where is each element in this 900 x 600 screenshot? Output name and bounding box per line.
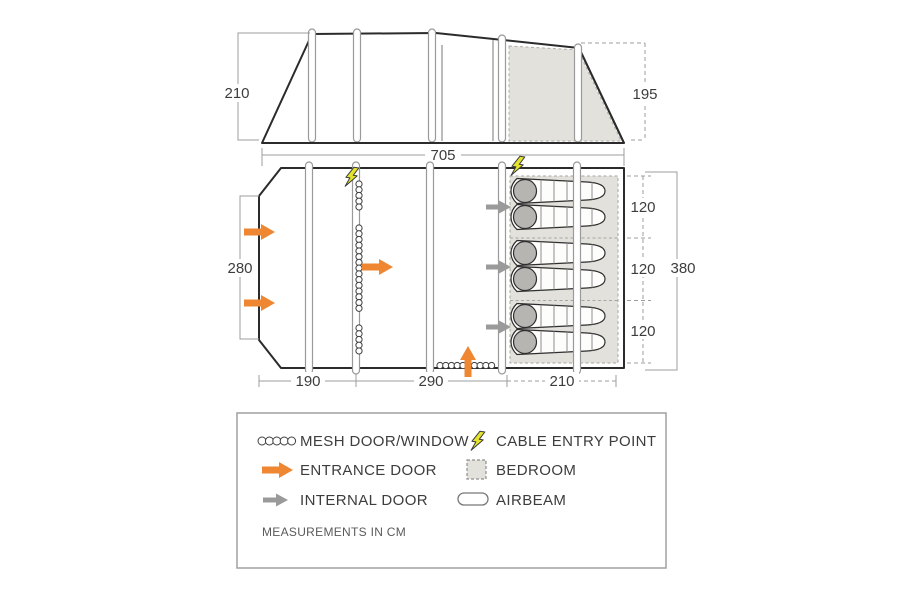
airbeam-pole <box>572 161 582 375</box>
elevation-view: 210 195 705 <box>219 28 663 166</box>
dim-label-length: 705 <box>430 147 455 164</box>
dim-label-bedroom3: 120 <box>630 323 655 340</box>
airbeam-pole <box>427 28 437 143</box>
airbeam-pole <box>304 161 314 375</box>
sleeping-bag <box>510 239 606 267</box>
elevation-rear-slope <box>578 47 625 144</box>
dim-label-zone1: 190 <box>295 373 320 390</box>
mesh-strip <box>355 180 363 211</box>
dim-label-bg <box>664 259 702 277</box>
dim-label-bg <box>627 322 659 339</box>
airbeam-pole <box>497 34 507 143</box>
dim-label-bedroom2: 120 <box>630 261 655 278</box>
floor-plan: 280 190 290 210 120 120 120 380 <box>222 154 702 390</box>
dim-label-bg <box>627 260 659 277</box>
measurements-note: MEASUREMENTS IN CM <box>262 525 406 539</box>
mesh-strip <box>355 224 363 312</box>
dim-label-bg <box>219 84 255 102</box>
legend-label-internal: INTERNAL DOOR <box>300 492 428 509</box>
airbeam-pole <box>352 28 362 143</box>
dim-label-bg <box>291 372 325 389</box>
elevation-bedroom-shade <box>508 45 622 142</box>
mesh-icon <box>257 436 297 446</box>
dim-label-bg <box>414 372 448 389</box>
bedroom-swatch-icon <box>466 459 487 480</box>
dim-label-zone2: 290 <box>418 373 443 390</box>
legend-box <box>236 412 667 569</box>
dim-label-bg <box>545 372 579 389</box>
sleeping-bag <box>510 203 606 231</box>
legend-label-entrance: ENTRANCE DOOR <box>300 462 437 479</box>
dim-label-rear-height: 195 <box>632 86 657 103</box>
dim-label-bg <box>425 146 461 164</box>
dim-label-bg <box>627 85 663 103</box>
dim-label-rear-total: 380 <box>670 260 695 277</box>
airbeam-icon <box>457 492 489 506</box>
dim-label-zone3: 210 <box>549 373 574 390</box>
legend: MESH DOOR/WINDOW CABLE ENTRY POINT ENTRA… <box>236 412 667 569</box>
mesh-strip <box>436 361 496 370</box>
legend-label-bedroom: BEDROOM <box>496 462 576 479</box>
airbeam-pole <box>425 161 435 375</box>
airbeam-pole <box>573 43 583 143</box>
dim-label-bg <box>627 198 659 215</box>
sleeping-bag <box>510 177 606 205</box>
legend-label-mesh: MESH DOOR/WINDOW <box>300 433 469 450</box>
sleeping-bag <box>510 302 606 330</box>
dim-label-elevation-height: 210 <box>224 85 249 102</box>
sleeping-bag <box>510 265 606 293</box>
legend-label-airbeam: AIRBEAM <box>496 492 566 509</box>
sleeping-bag <box>510 328 606 356</box>
legend-label-cable: CABLE ENTRY POINT <box>496 433 656 450</box>
dim-label-bedroom1: 120 <box>630 199 655 216</box>
mesh-strip <box>355 324 363 355</box>
dim-label-bg <box>222 259 258 277</box>
airbeam-pole <box>307 28 317 143</box>
dim-label-front-width: 280 <box>227 260 252 277</box>
